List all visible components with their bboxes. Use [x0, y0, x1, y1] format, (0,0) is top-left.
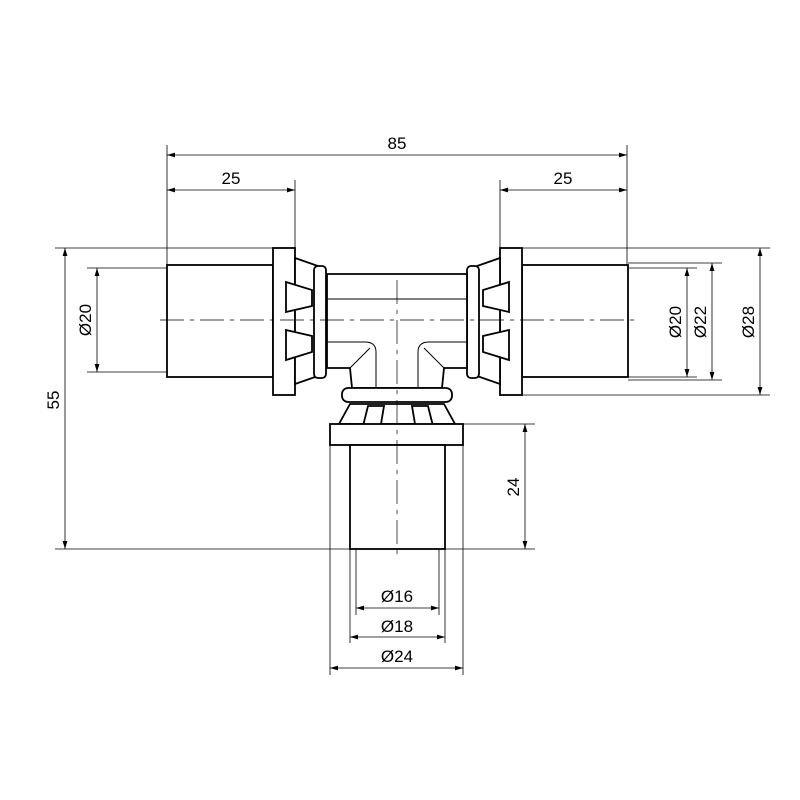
dim-d18: Ø18 — [381, 617, 413, 636]
dim-right-d22: Ø22 — [691, 306, 710, 338]
right-socket — [466, 247, 629, 396]
left-socket — [166, 247, 327, 396]
extension-lines — [55, 145, 770, 675]
branch-socket — [329, 423, 464, 550]
dim-d16: Ø16 — [381, 587, 413, 606]
dim-85: 85 — [388, 134, 407, 153]
dim-right-25: 25 — [554, 169, 573, 188]
dimension-lines — [62, 152, 763, 671]
dim-right-d20: Ø20 — [666, 306, 685, 338]
dim-24: 24 — [504, 478, 523, 497]
dim-right-d28: Ø28 — [739, 306, 758, 338]
dim-left-d20: Ø20 — [76, 304, 95, 336]
dim-left-25: 25 — [222, 169, 241, 188]
dim-d24: Ø24 — [381, 647, 413, 666]
dim-55: 55 — [44, 391, 63, 410]
